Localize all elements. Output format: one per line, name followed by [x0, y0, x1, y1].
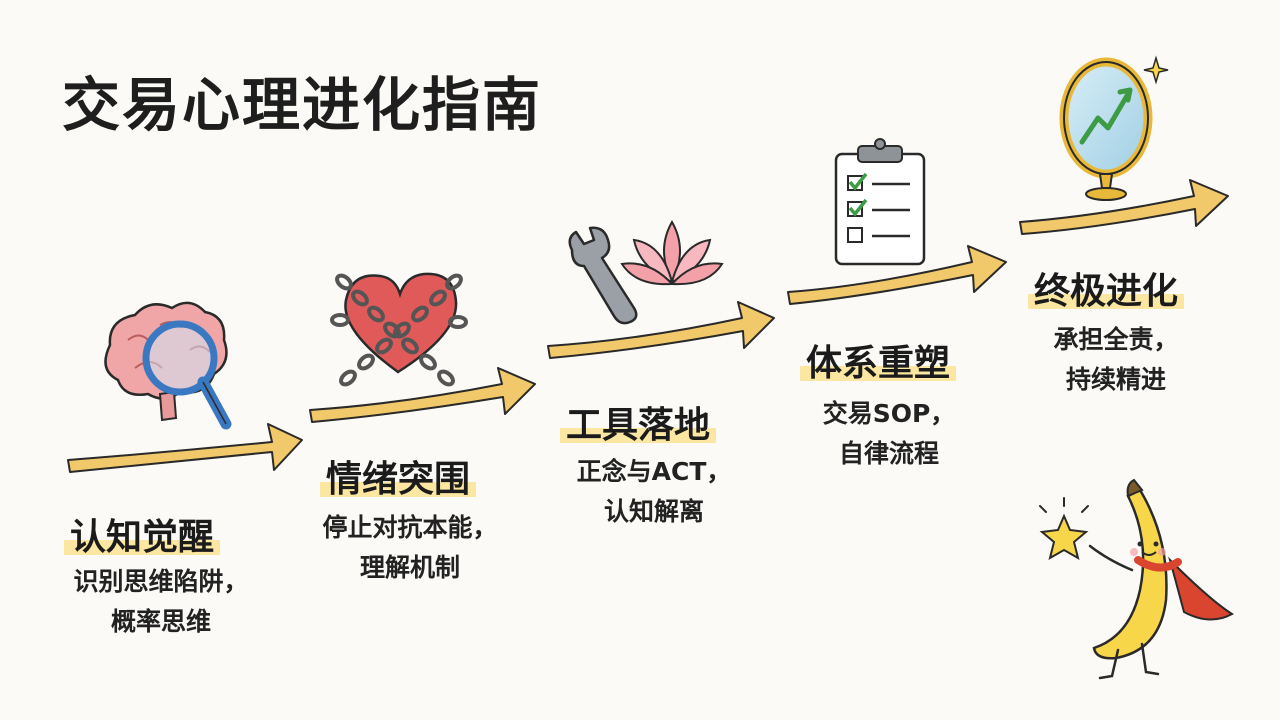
stage-desc-1-line-2: 概率思维: [48, 602, 274, 642]
banana-hero-icon: [1090, 480, 1232, 678]
clipboard-checklist-icon: [836, 139, 924, 264]
stage-desc-1: 识别思维陷阱， 概率思维: [48, 562, 274, 642]
stage-desc-3-line-1: 正念与ACT，: [548, 452, 760, 492]
stage-title-2: 情绪突围: [320, 450, 476, 502]
stage-desc-4-line-2: 自律流程: [790, 434, 988, 474]
sparkle-star-icon: [1040, 498, 1088, 558]
stage-title-1: 认知觉醒: [64, 508, 220, 560]
stage-title-3: 工具落地: [560, 396, 716, 448]
stage-desc-3: 正念与ACT， 认知解离: [548, 452, 760, 532]
stage-desc-3-line-2: 认知解离: [548, 492, 760, 532]
stage-title-5: 终极进化: [1028, 262, 1184, 314]
chained-heart-icon: [332, 273, 466, 387]
stage-desc-5: 承担全责， 持续精进: [1024, 320, 1208, 400]
stage-desc-2-line-1: 停止对抗本能，: [300, 508, 520, 548]
stage-title-4: 体系重塑: [800, 334, 956, 386]
stage-desc-5-line-2: 持续精进: [1024, 360, 1208, 400]
stage-desc-4: 交易SOP， 自律流程: [790, 394, 988, 474]
progress-arrow-1: [68, 424, 302, 472]
brain-magnifier-icon: [106, 303, 227, 424]
progress-arrow-5: [1020, 180, 1228, 234]
mirror-growth-icon: [1064, 58, 1168, 200]
stage-desc-5-line-1: 承担全责，: [1024, 320, 1208, 360]
stage-desc-1-line-1: 识别思维陷阱，: [48, 562, 274, 602]
stage-desc-4-line-1: 交易SOP，: [790, 394, 988, 434]
stage-desc-2-line-2: 理解机制: [300, 548, 520, 588]
page-title: 交易心理进化指南: [62, 58, 542, 142]
progress-arrow-3: [548, 302, 774, 358]
wrench-icon: [570, 228, 637, 323]
stage-desc-2: 停止对抗本能， 理解机制: [300, 508, 520, 588]
lotus-icon: [622, 222, 722, 284]
